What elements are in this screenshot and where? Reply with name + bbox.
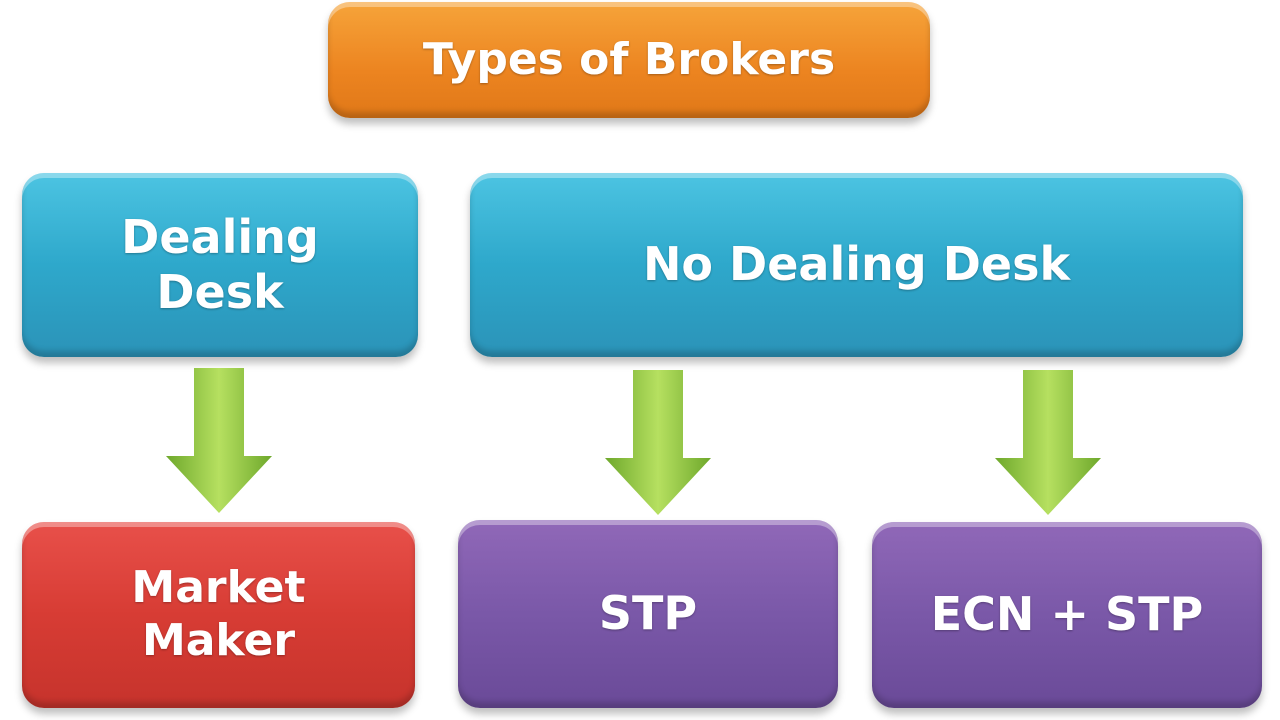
arrow-down-icon <box>166 368 272 513</box>
title-label: Types of Brokers <box>422 33 836 85</box>
stp-label: STP <box>598 586 698 641</box>
title-box: Types of Brokers <box>328 2 930 118</box>
dealing-desk-label-line2: Desk <box>156 265 284 319</box>
no-dealing-desk-box: No Dealing Desk <box>470 173 1243 357</box>
arrow-down-icon <box>605 370 711 515</box>
ecn-stp-box: ECN + STP <box>872 522 1262 708</box>
no-dealing-desk-label: No Dealing Desk <box>642 237 1071 292</box>
ecn-stp-label: ECN + STP <box>930 587 1204 642</box>
dealing-desk-label-line1: Dealing <box>121 209 319 264</box>
market-maker-label-line2: Maker <box>141 615 296 666</box>
stp-box: STP <box>458 520 838 708</box>
arrow-down-icon <box>995 370 1101 515</box>
market-maker-label-line1: Market <box>131 562 306 614</box>
